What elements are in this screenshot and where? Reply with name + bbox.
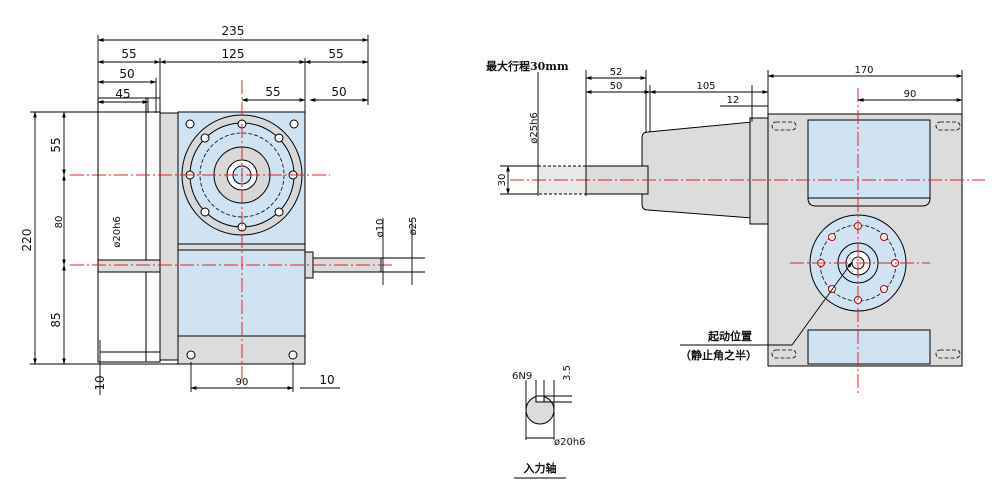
dim-170: 170 xyxy=(854,65,873,76)
corner-hole xyxy=(289,119,299,129)
bolt-hole xyxy=(200,133,210,143)
foot-hole xyxy=(186,350,196,360)
dim-12: 12 xyxy=(727,95,740,106)
dim-55-left: 55 xyxy=(121,47,136,61)
right-face-top xyxy=(807,119,931,199)
start-position-label: 起动位置 xyxy=(707,329,752,343)
start-leader xyxy=(791,261,853,346)
dim-90-r: 90 xyxy=(904,89,917,100)
dim-10-left: 10 xyxy=(93,375,107,390)
dim-10-right: 10 xyxy=(319,373,334,387)
dim-55-vert: 55 xyxy=(49,137,63,152)
dim-dia-10: ø10 xyxy=(375,219,386,238)
bolt-hole xyxy=(880,233,888,241)
keyway-slot xyxy=(535,395,545,403)
dim-30: 30 xyxy=(497,174,508,187)
right-slots xyxy=(771,121,961,359)
dim-235: 235 xyxy=(222,24,245,38)
corner-hole xyxy=(185,119,195,129)
dim-45: 45 xyxy=(115,87,130,101)
dim-125: 125 xyxy=(222,47,245,61)
start-position-note: （静止角之半） xyxy=(680,348,757,362)
bolt-hole xyxy=(274,133,284,143)
dim-220: 220 xyxy=(20,229,34,252)
turret-bolt-circle xyxy=(199,132,285,218)
right-view: 最大行程30mm 52 50 105 12 170 90 ø25h6 30 起动 xyxy=(486,59,985,395)
dim-dia-20h6: ø20h6 xyxy=(112,216,123,248)
right-face-bottom xyxy=(807,329,931,365)
bolt-hole xyxy=(880,285,888,293)
bolt-hole xyxy=(200,207,210,217)
right-input-flange xyxy=(749,117,769,225)
keyway-dia: ø20h6 xyxy=(554,437,586,448)
extension-lines-shaft xyxy=(381,218,425,285)
keyway-view: 6N9 3.5 ø20h6 入力轴 xyxy=(512,365,586,479)
keyway-6n9: 6N9 xyxy=(512,371,532,382)
dim-dia-25h6: ø25h6 xyxy=(529,112,540,144)
input-shaft xyxy=(97,259,161,273)
right-input-boss xyxy=(641,121,753,219)
dim-85: 85 xyxy=(49,312,63,327)
dim-90: 90 xyxy=(236,377,249,388)
bolt-hole xyxy=(828,233,836,241)
housing-corner-holes xyxy=(185,119,299,360)
dim-55-right: 55 xyxy=(328,47,343,61)
keyway-3-5: 3.5 xyxy=(562,365,573,381)
dim-80: 80 xyxy=(54,216,65,229)
dim-50-right: 50 xyxy=(331,85,346,99)
max-stroke-label: 最大行程30mm xyxy=(486,59,569,73)
bolt-hole xyxy=(274,207,284,217)
turret-bolt-holes xyxy=(185,119,298,232)
dim-105: 105 xyxy=(696,81,715,92)
left-view: 235 55 125 55 50 45 55 50 220 55 80 85 xyxy=(20,24,425,395)
left-stub-housing xyxy=(97,97,161,363)
keyway-caption: 入力轴 xyxy=(524,461,557,475)
foot-hole xyxy=(288,350,298,360)
dim-55-flange: 55 xyxy=(265,85,280,99)
keyway-extension-lines xyxy=(525,380,572,440)
right-body-contour xyxy=(807,120,931,207)
left-flange-plate xyxy=(159,112,179,361)
dim-52: 52 xyxy=(610,67,623,78)
dim-dia-25: ø25 xyxy=(408,217,419,236)
extension-lines-top xyxy=(97,35,369,260)
extension-lines-left xyxy=(30,111,178,395)
dim-50-left: 50 xyxy=(119,67,134,81)
dim-50-r: 50 xyxy=(610,81,623,92)
